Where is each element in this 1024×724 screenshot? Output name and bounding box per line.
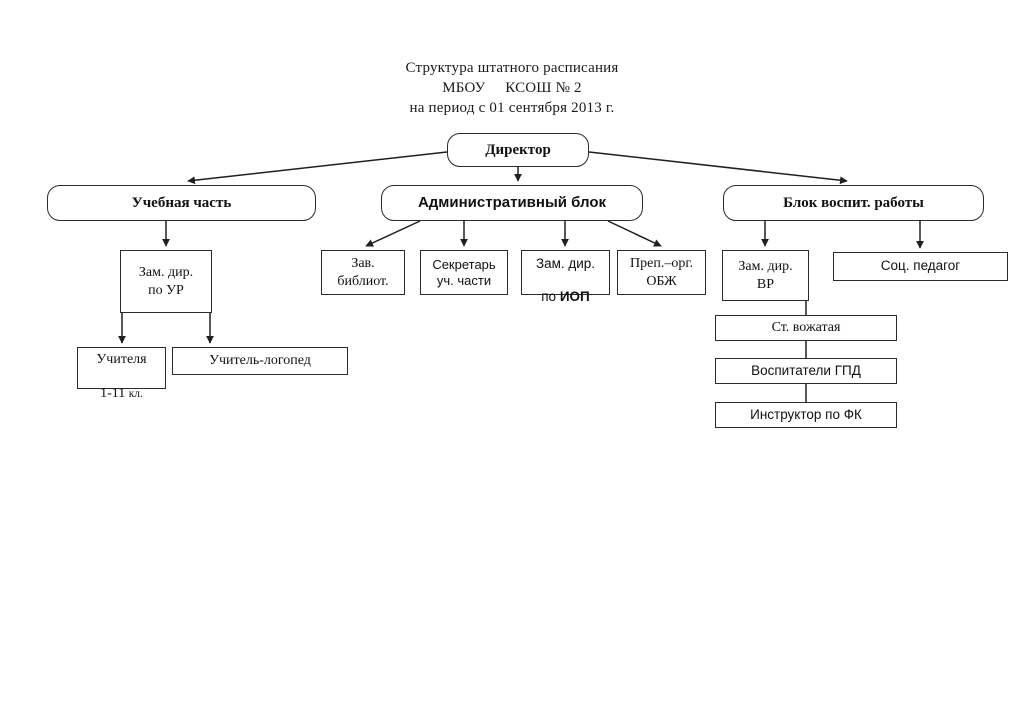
node-uchitelya-label: Учителя 1-11 кл.	[96, 334, 146, 402]
node-zam-dir-vr-label: Зам. дир. ВР	[738, 259, 793, 292]
edge-director-uchchast	[187, 151, 448, 185]
node-sekretar-uch-chasti-label: Секретарь уч. части	[432, 256, 496, 288]
node-zam-dir-po-ur[interactable]: Зам. дир. по УР	[120, 250, 212, 313]
node-director[interactable]: Директор	[447, 133, 589, 167]
node-zam-dir-po-iop-abbr: ИОП	[559, 288, 590, 304]
edge-director-vospitrab	[588, 151, 848, 185]
node-uchitel-logoped[interactable]: Учитель-логопед	[172, 347, 348, 375]
title-line-3: на период с 01 сентября 2013 г.	[409, 100, 615, 116]
node-uchebnaya-chast-label: Учебная часть	[131, 194, 232, 211]
node-vospitateli-gpd[interactable]: Воспитатели ГПД	[715, 358, 897, 384]
node-zam-dir-po-ur-label: Зам. дир. по УР	[138, 265, 194, 298]
chart-title: Структура штатного расписания МБОУ КСОШ …	[0, 58, 1024, 118]
node-vospitateli-gpd-label: Воспитатели ГПД	[751, 362, 861, 378]
node-st-vozhataya-label: Ст. вожатая	[771, 320, 841, 336]
node-instruktor-po-fk-label: Инструктор по ФК	[750, 406, 862, 422]
node-blok-vospit-raboty-label: Блок воспит. работы	[783, 194, 924, 211]
node-zam-dir-po-iop[interactable]: Зам. дир. по ИОП	[521, 250, 610, 304]
node-zam-dir-po-iop-line1: Зам. дир.	[535, 256, 596, 272]
node-zam-dir-vr[interactable]: Зам. дир. ВР	[722, 250, 809, 301]
node-uchitelya-line1: Учителя	[96, 351, 147, 367]
node-instruktor-po-fk[interactable]: Инструктор по ФК	[715, 402, 897, 428]
node-sekretar-uch-chasti[interactable]: Секретарь уч. части	[420, 250, 508, 295]
node-soc-pedagog-label: Соц. педагог	[880, 258, 961, 274]
node-zav-bibliot-label: Зав. библиот.	[337, 256, 389, 289]
node-soc-pedagog[interactable]: Соц. педагог	[833, 252, 1008, 281]
node-prep-org-obzh[interactable]: Преп.–орг. ОБЖ	[617, 250, 706, 295]
node-administrativnyy-blok[interactable]: Административный блок	[381, 185, 643, 221]
node-st-vozhataya[interactable]: Ст. вожатая	[715, 315, 897, 341]
node-director-label: Директор	[485, 141, 551, 158]
node-blok-vospit-raboty[interactable]: Блок воспит. работы	[723, 185, 984, 221]
edge-adminblok-zavbibl	[365, 220, 421, 247]
node-uchitelya-1-11-kl[interactable]: Учителя 1-11 кл.	[77, 347, 166, 401]
node-uchitelya-kl: кл.	[128, 388, 143, 401]
node-uchebnaya-chast[interactable]: Учебная часть	[47, 185, 316, 221]
title-line-2: МБОУ КСОШ № 2	[442, 80, 582, 96]
edge-adminblok-prepobzh	[607, 220, 662, 247]
node-zam-dir-po-iop-label: Зам. дир. по ИОП	[536, 240, 595, 306]
node-zam-dir-po-iop-prefix: по	[541, 288, 560, 304]
title-line-1: Структура штатного расписания	[405, 60, 619, 76]
node-uchitelya-grades: 1-11	[100, 386, 129, 402]
node-zav-bibliot[interactable]: Зав. библиот.	[321, 250, 405, 295]
node-prep-org-obzh-label: Преп.–орг. ОБЖ	[630, 256, 693, 289]
node-uchitel-logoped-label: Учитель-логопед	[209, 353, 311, 369]
node-administrativnyy-blok-label: Административный блок	[417, 193, 607, 211]
